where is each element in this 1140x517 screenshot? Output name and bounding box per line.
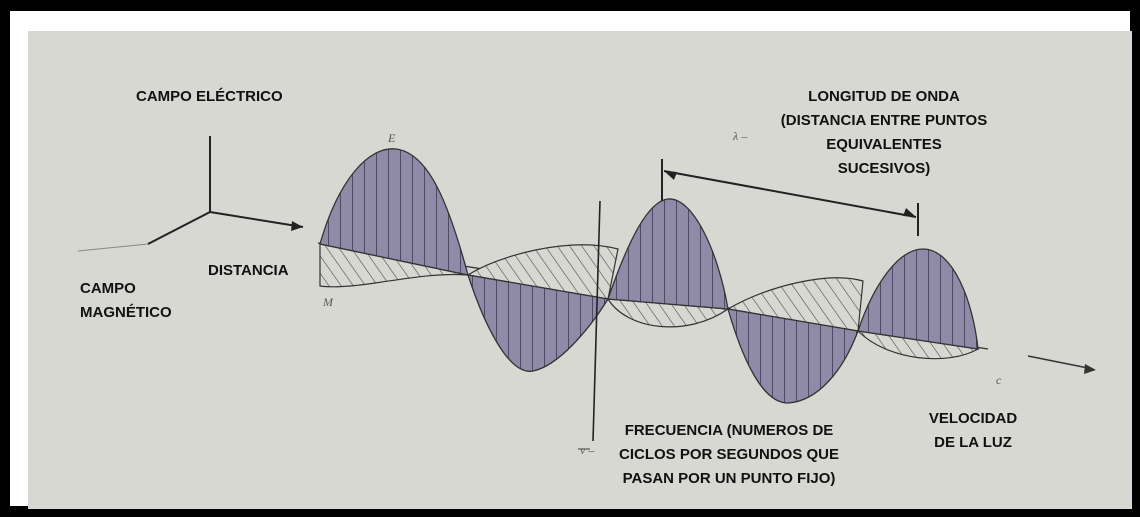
frequency-label: FRECUENCIA (NUMEROS DE CICLOS POR SEGUND…	[598, 419, 860, 491]
inner-panel: CAMPO ELÉCTRICO CAMPO MAGNÉTICO DISTANCI…	[10, 11, 1132, 509]
propagation-arrow-head	[1084, 364, 1096, 374]
diagram-canvas: CAMPO ELÉCTRICO CAMPO MAGNÉTICO DISTANCI…	[28, 31, 1132, 509]
electric-lobe-5	[857, 248, 979, 350]
electric-lobe-2	[467, 274, 610, 372]
distance-axis	[209, 211, 304, 228]
magnetic-lobe-2	[466, 244, 619, 300]
frequency-label-line2: CICLOS POR SEGUNDOS QUE	[618, 446, 840, 463]
wavelength-label-line2: (DISTANCIA ENTRE PUNTOS	[780, 112, 988, 129]
symbol-lambda: λ –	[733, 129, 748, 143]
wave-diagram	[77, 136, 1096, 450]
magnetic-axis-faint	[77, 243, 149, 252]
light-speed-label-line1: VELOCIDAD	[928, 410, 1018, 427]
distance-axis-arrow	[291, 221, 303, 231]
magnetic-lobe-5	[856, 330, 980, 360]
symbol-m: M	[323, 295, 333, 309]
electric-lobe-1	[319, 148, 469, 276]
magnetic-lobe-3	[606, 298, 730, 328]
wavelength-arrow-right	[903, 208, 916, 217]
propagation-arrow-line	[1027, 355, 1094, 370]
magnetic-field-label-line2: MAGNÉTICO	[80, 304, 172, 321]
magnetic-axis	[147, 211, 211, 245]
frequency-label-line1: FRECUENCIA (NUMEROS DE	[624, 422, 834, 439]
symbol-e: E	[388, 131, 396, 145]
wavelength-label: LONGITUD DE ONDA (DISTANCIA ENTRE PUNTOS…	[753, 85, 1015, 181]
electric-lobe-4	[727, 308, 859, 404]
frequency-label-line3: PASAN POR UN PUNTO FIJO)	[622, 470, 836, 487]
magnetic-lobe-1	[319, 243, 469, 288]
magnetic-field-label-line1: CAMPO	[80, 280, 136, 297]
distance-label: DISTANCIA	[208, 262, 289, 279]
light-speed-label: VELOCIDAD DE LA LUZ	[908, 407, 1038, 455]
wavelength-arrow-left	[664, 171, 677, 180]
wavelength-line	[663, 170, 917, 218]
magnetic-field-label: CAMPO MAGNÉTICO	[80, 277, 172, 325]
electric-lobe-3	[607, 198, 729, 310]
wavelength-label-line4: SUCESIVOS)	[837, 160, 931, 177]
magnetic-lobe-4	[726, 277, 864, 332]
light-speed-label-line2: DE LA LUZ	[934, 434, 1012, 451]
symbol-c: c	[996, 373, 1002, 387]
symbol-v: v –	[580, 443, 595, 457]
electric-field-label: CAMPO ELÉCTRICO	[136, 88, 283, 105]
wavelength-label-line1: LONGITUD DE ONDA	[808, 88, 960, 105]
frequency-marker	[592, 200, 601, 442]
wavelength-label-line3: EQUIVALENTES	[826, 136, 942, 153]
